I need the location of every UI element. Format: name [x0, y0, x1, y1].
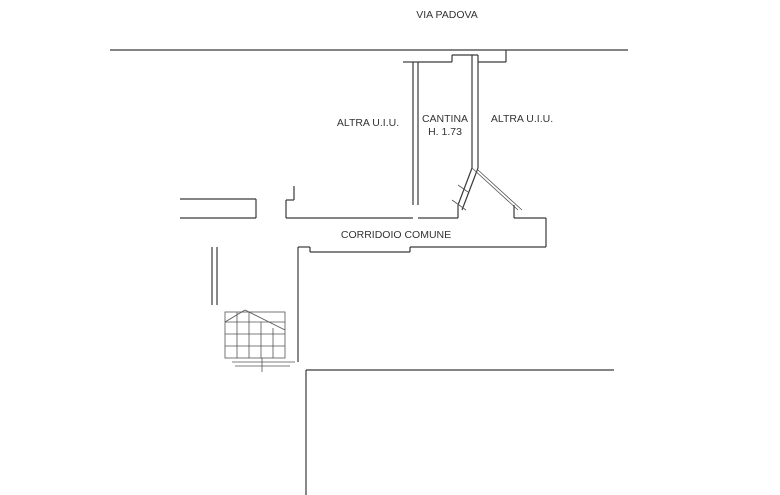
- staircase: [224, 309, 295, 372]
- unit-left-label: ALTRA U.I.U.: [337, 117, 399, 129]
- corridor-label: CORRIDOIO COMUNE: [341, 229, 451, 241]
- cellar-height-label: H. 1.73: [428, 126, 462, 138]
- lower-building-outline: [305, 369, 614, 495]
- cellar-name-label: CANTINA: [422, 113, 468, 125]
- corridor-walls: [180, 186, 547, 362]
- unit-right-label: ALTRA U.I.U.: [491, 113, 553, 125]
- cellar-door: [451, 167, 523, 211]
- cellar-walls: [403, 50, 507, 211]
- street-label: VIA PADOVA: [416, 9, 477, 21]
